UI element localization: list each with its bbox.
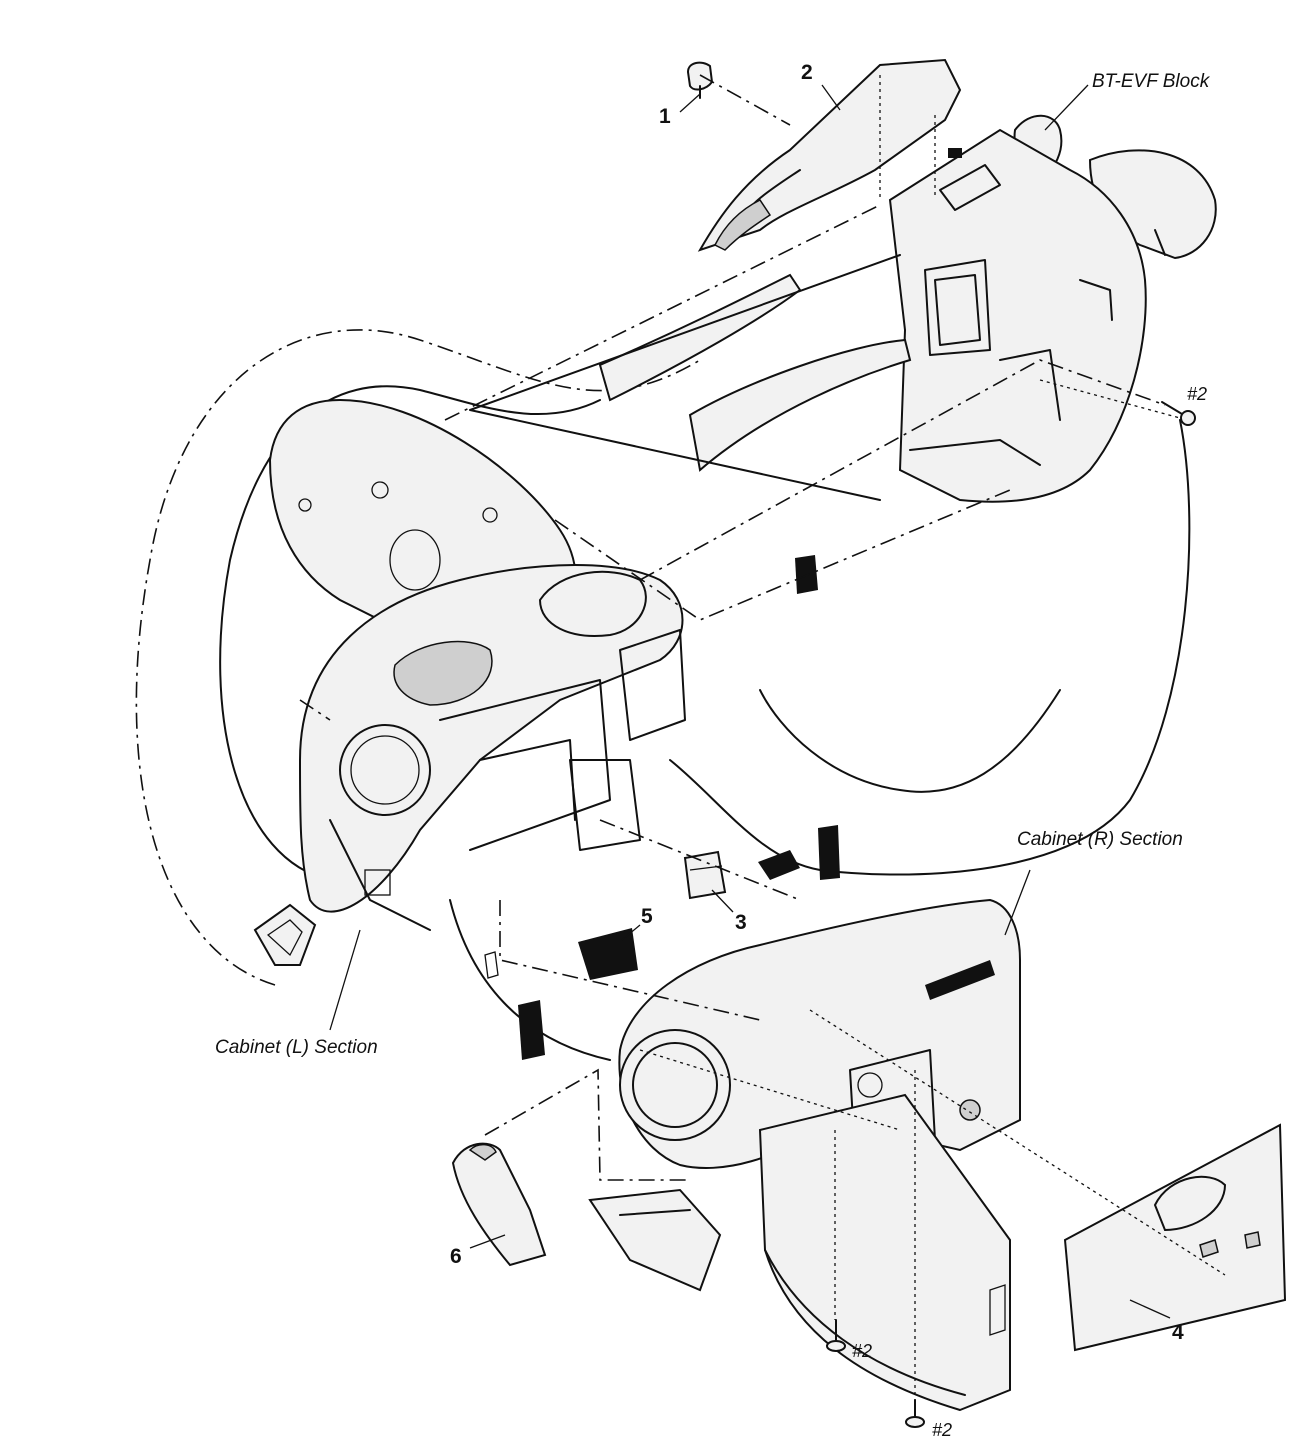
cabinet-r-section-label: Cabinet (R) Section — [1017, 829, 1183, 850]
callout-3: 3 — [735, 911, 747, 934]
leader-2 — [821, 84, 841, 111]
screw-top-right — [1161, 401, 1196, 426]
part-2-top-cover — [697, 58, 962, 252]
lower-loop-line — [449, 899, 611, 1061]
screw-bottom-right — [905, 1399, 925, 1428]
leader-3 — [711, 889, 734, 913]
part-4-panel — [1063, 1123, 1287, 1352]
main-chassis — [298, 564, 686, 931]
callout-1: 1 — [659, 105, 671, 128]
leader-5 — [621, 924, 641, 941]
callout-5: 5 — [641, 905, 653, 928]
leader-4 — [1129, 1299, 1171, 1319]
leader-cabinet-r — [1004, 869, 1031, 936]
leader-6 — [469, 1234, 506, 1249]
part-5-mesh — [578, 928, 638, 980]
tape-pieces — [484, 555, 840, 1060]
screw-bottom-left — [826, 1319, 846, 1352]
bt-evf-block-label: BT-EVF Block — [1092, 71, 1210, 92]
part-6-cover — [451, 1142, 547, 1267]
screw-label-top-right: #2 — [1187, 384, 1208, 404]
callout-2: 2 — [801, 61, 813, 84]
mid-loop-line — [759, 689, 1061, 793]
lcd-panel — [758, 1093, 1011, 1412]
grip-band — [444, 204, 912, 501]
callout-4: 4 — [1172, 1321, 1184, 1344]
screw-label-bottom-left: #2 — [852, 1341, 873, 1361]
cabinet-l-section-label: Cabinet (L) Section — [215, 1037, 378, 1058]
callout-6: 6 — [450, 1245, 462, 1268]
part-3-sheet — [683, 850, 727, 900]
battery-door — [588, 1188, 722, 1292]
screw-label-bottom-right: #2 — [932, 1420, 953, 1440]
leader-cabinet-l — [329, 929, 361, 1031]
leader-bt-evf — [1044, 84, 1089, 131]
rear-cabinet-frame — [888, 128, 1147, 503]
lower-hook — [253, 903, 317, 966]
leader-1 — [679, 93, 701, 113]
inner-loop-line — [219, 385, 601, 881]
right-loop-line — [669, 419, 1191, 876]
outer-loop-line — [135, 329, 701, 986]
cabinet-r-housing — [618, 898, 1021, 1169]
